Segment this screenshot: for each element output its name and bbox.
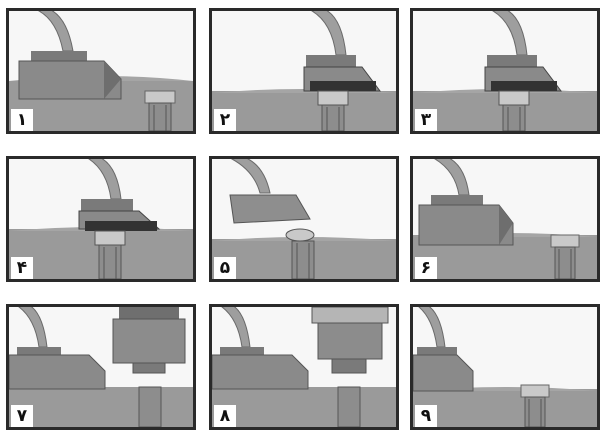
step-panel-6: ۶: [410, 156, 600, 282]
step-number-6: ۶: [415, 257, 437, 279]
step-illustration-8: [212, 307, 396, 427]
step-illustration-3: [413, 11, 597, 131]
step-illustration-6: [413, 159, 597, 279]
step-panel-8: ۸: [209, 304, 399, 430]
step-number-3: ۳: [415, 109, 437, 131]
step-number-4: ۴: [11, 257, 33, 279]
step-panel-1: ۱: [6, 8, 196, 134]
step-illustration-5: [212, 159, 396, 279]
step-illustration-2: [212, 11, 396, 131]
step-illustration-1: [9, 11, 193, 131]
step-number-2: ۲: [214, 109, 236, 131]
step-number-9: ۹: [415, 405, 437, 427]
step-number-1: ۱: [11, 109, 33, 131]
step-illustration-7: [9, 307, 193, 427]
step-number-8: ۸: [214, 405, 236, 427]
step-illustration-4: [9, 159, 193, 279]
step-panel-5: ۵: [209, 156, 399, 282]
step-number-7: ۷: [11, 405, 33, 427]
step-panel-7: ۷: [6, 304, 196, 430]
step-panel-2: ۲: [209, 8, 399, 134]
step-number-5: ۵: [214, 257, 236, 279]
step-panel-3: ۳: [410, 8, 600, 134]
step-illustration-9: [413, 307, 597, 427]
step-panel-4: ۴: [6, 156, 196, 282]
step-panel-9: ۹: [410, 304, 600, 430]
